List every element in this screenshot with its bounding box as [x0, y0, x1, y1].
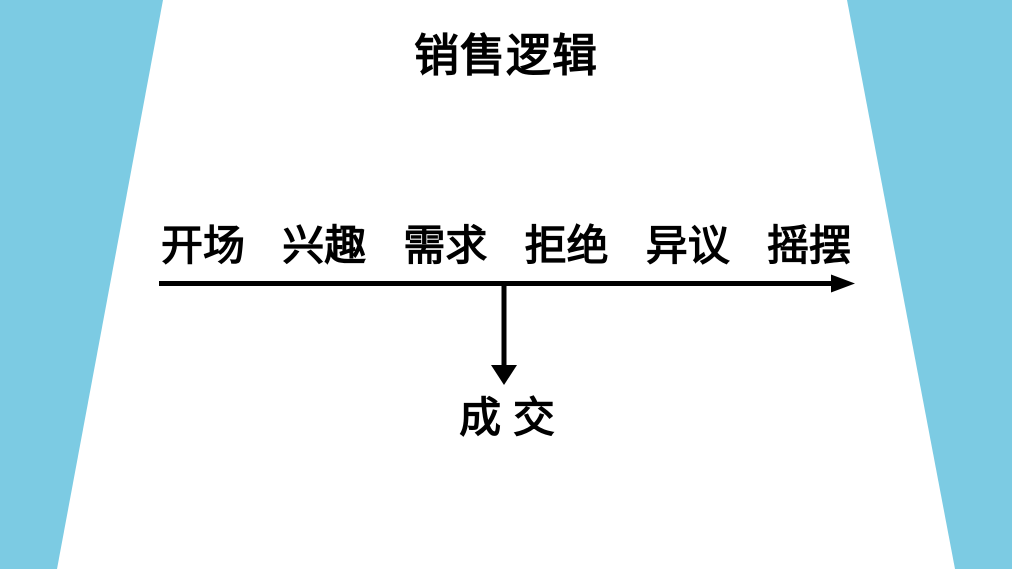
outcome-label: 成 交	[459, 394, 555, 441]
down-arrow-icon	[487, 283, 521, 387]
pipeline-stage-need: 需求	[403, 222, 488, 269]
pipeline-stage-interest: 兴趣	[282, 222, 367, 269]
page-title: 销售逻辑	[413, 30, 598, 81]
pipeline-stage-open: 开场	[161, 222, 246, 269]
pipeline-stage-objection: 异议	[645, 222, 730, 269]
right-arrow-icon	[159, 272, 859, 298]
pipeline-stage-rejection: 拒绝	[524, 222, 609, 269]
pipeline-stage-wavering: 摇摆	[766, 222, 851, 269]
pipeline-stage-row: 开场 兴趣 需求 拒绝 异议 摇摆	[161, 222, 851, 269]
